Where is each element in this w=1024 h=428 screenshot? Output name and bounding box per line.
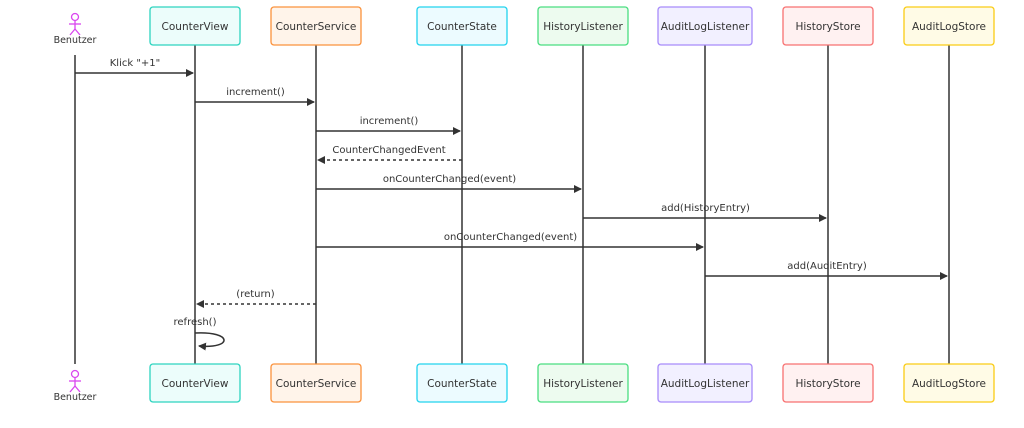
participant-view-bottom: CounterView (149, 363, 241, 403)
message-3: increment() (316, 116, 461, 135)
message-label: increment() (226, 87, 285, 98)
participant-box (149, 363, 241, 403)
participant-label: CounterView (162, 378, 229, 390)
message-label: increment() (360, 116, 419, 127)
actor-label: Benutzer (54, 392, 97, 403)
actor-label: Benutzer (54, 35, 97, 46)
messages: Klick "+1" increment() increment() CounterC… (75, 58, 948, 351)
participant-box (416, 363, 508, 403)
participant-state-top: CounterState (416, 6, 508, 46)
participant-audit-bottom: AuditLogListener (657, 363, 753, 403)
participant-label: AuditLogStore (912, 21, 986, 33)
participant-label: AuditLogStore (912, 378, 986, 390)
message-label: onCounterChanged(event) (383, 174, 516, 185)
participant-box (149, 6, 241, 46)
participant-label: HistoryListener (543, 378, 623, 390)
message-label: add(HistoryEntry) (661, 203, 750, 214)
participant-hstore-top: HistoryStore (782, 6, 874, 46)
participant-history-bottom: HistoryListener (537, 363, 629, 403)
person-icon (69, 369, 81, 393)
participant-label: HistoryStore (795, 378, 860, 390)
participant-hstore-bottom: HistoryStore (782, 363, 874, 403)
message-label: (return) (236, 289, 274, 300)
participant-service-bottom: CounterService (270, 363, 362, 403)
message-4: CounterChangedEvent (317, 145, 462, 164)
participant-box (903, 6, 995, 46)
actor-top: Benutzer (54, 12, 97, 46)
participant-label: CounterService (276, 378, 357, 390)
message-8: add(AuditEntry) (705, 261, 948, 280)
participant-box (416, 6, 508, 46)
message-5: onCounterChanged(event) (316, 174, 582, 193)
participant-box (657, 6, 753, 46)
participant-state-bottom: CounterState (416, 363, 508, 403)
participant-view-top: CounterView (149, 6, 241, 46)
participant-audit-top: AuditLogListener (657, 6, 753, 46)
person-icon (69, 12, 81, 36)
message-label: onCounterChanged(event) (444, 232, 577, 243)
participant-astore-bottom: AuditLogStore (903, 363, 995, 403)
message-label: refresh() (174, 317, 217, 328)
message-arrow (194, 332, 225, 351)
participant-box (270, 363, 362, 403)
actor-bottom: Benutzer (54, 369, 97, 403)
participant-label: HistoryStore (795, 21, 860, 33)
participant-box (537, 363, 629, 403)
message-2: increment() (195, 87, 315, 106)
message-label: add(AuditEntry) (787, 261, 867, 272)
participant-boxes-top: CounterView CounterService CounterState His… (149, 6, 995, 46)
message-label: Klick "+1" (110, 58, 161, 69)
participant-label: CounterState (427, 378, 497, 390)
message-6: add(HistoryEntry) (583, 203, 827, 222)
message-7: onCounterChanged(event) (316, 232, 704, 251)
participant-service-top: CounterService (270, 6, 362, 46)
message-1: Klick "+1" (75, 58, 194, 77)
message-label: CounterChangedEvent (332, 145, 445, 156)
participant-boxes-bottom: CounterView CounterService CounterState His… (149, 363, 995, 403)
message-9: (return) (196, 289, 316, 308)
participant-label: AuditLogListener (661, 21, 750, 33)
lifelines (74, 45, 950, 364)
participant-box (657, 363, 753, 403)
participant-label: CounterService (276, 21, 357, 33)
participant-box (782, 363, 874, 403)
participant-astore-top: AuditLogStore (903, 6, 995, 46)
participant-label: HistoryListener (543, 21, 623, 33)
participant-box (537, 6, 629, 46)
participant-box (782, 6, 874, 46)
message-10: refresh() (174, 317, 225, 351)
participant-box (270, 6, 362, 46)
participant-history-top: HistoryListener (537, 6, 629, 46)
participant-label: CounterView (162, 21, 229, 33)
participant-label: AuditLogListener (661, 378, 750, 390)
participant-box (903, 363, 995, 403)
participant-label: CounterState (427, 21, 497, 33)
